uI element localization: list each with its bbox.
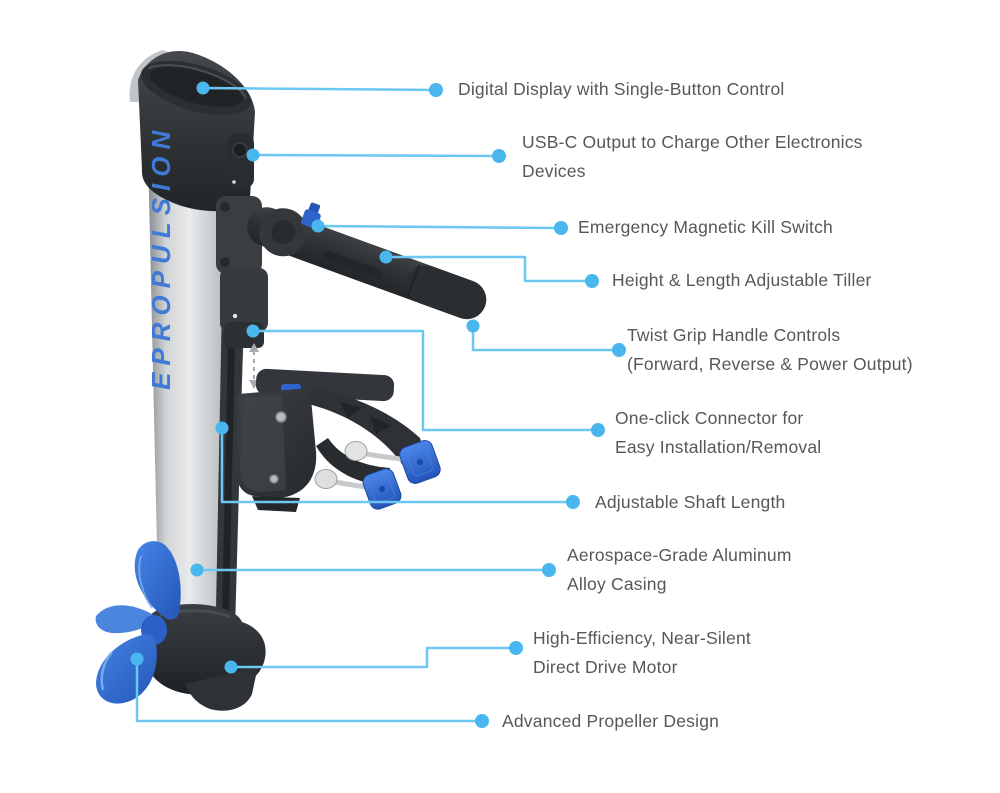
- tiller-mount: [216, 196, 262, 274]
- leader-line-one-click-connector: [251, 329, 600, 432]
- callout-text: Easy Installation/Removal: [615, 437, 822, 457]
- callout-label-twist-grip: Twist Grip Handle Controls (Forward, Rev…: [627, 321, 913, 379]
- callout-label-aluminum-casing: Aerospace-Grade Aluminum Alloy Casing: [567, 541, 792, 599]
- leader-dot: [196, 81, 210, 95]
- callout-label-adjustable-tiller: Height & Length Adjustable Tiller: [612, 266, 872, 295]
- leader-dot: [190, 563, 204, 577]
- usb-c-port: [227, 134, 254, 188]
- shaft-connector: [220, 268, 268, 348]
- leader-dot: [566, 495, 580, 509]
- brand-vertical-text: EPROPULSION: [146, 124, 176, 390]
- leader-lines: [135, 86, 621, 723]
- leader-dot: [475, 714, 489, 728]
- callout-text: Devices: [522, 161, 586, 181]
- callout-text: High-Efficiency, Near-Silent: [533, 628, 751, 648]
- leader-dot: [130, 652, 144, 666]
- leader-dot: [542, 563, 556, 577]
- callout-text: Adjustable Shaft Length: [595, 492, 786, 512]
- leader-dot: [215, 421, 229, 435]
- callout-label-one-click-connector: One-click Connector for Easy Installatio…: [615, 404, 821, 462]
- clamp-knob: [399, 440, 441, 484]
- display-top-face: [140, 60, 252, 116]
- callout-text: Aerospace-Grade Aluminum: [567, 545, 792, 565]
- leader-line-propeller-design: [135, 657, 484, 723]
- callout-label-digital-display: Digital Display with Single-Button Contr…: [458, 75, 784, 104]
- leader-line-kill-switch: [316, 224, 563, 230]
- skeg-fin: [186, 666, 258, 711]
- leader-line-usb-c-output: [251, 153, 501, 158]
- callout-text: Twist Grip Handle Controls: [627, 325, 841, 345]
- callout-text: Digital Display with Single-Button Contr…: [458, 79, 785, 99]
- leader-line-twist-grip: [471, 324, 621, 352]
- leader-dot: [612, 343, 626, 357]
- leader-dot: [492, 149, 506, 163]
- callout-text: Direct Drive Motor: [533, 657, 678, 677]
- leader-dot: [224, 660, 238, 674]
- leader-dot: [591, 423, 605, 437]
- callout-text: USB-C Output to Charge Other Electronics: [522, 132, 863, 152]
- clamp-knob: [362, 468, 402, 510]
- propeller: [95, 541, 181, 704]
- callout-text: (Forward, Reverse & Power Output): [627, 354, 913, 374]
- tiller-arm: [247, 202, 487, 320]
- motor-head: [129, 50, 255, 212]
- leader-dots: [130, 81, 626, 728]
- leader-dot: [246, 324, 260, 338]
- leader-dot: [429, 83, 443, 97]
- leader-dot: [585, 274, 599, 288]
- callout-text: Alloy Casing: [567, 574, 667, 594]
- callout-label-propeller-design: Advanced Propeller Design: [502, 707, 719, 736]
- callout-label-direct-drive-motor: High-Efficiency, Near-Silent Direct Driv…: [533, 624, 751, 682]
- leader-dot: [379, 250, 393, 264]
- leader-line-digital-display: [201, 86, 438, 92]
- callout-text: Emergency Magnetic Kill Switch: [578, 217, 833, 237]
- callout-label-adjustable-shaft: Adjustable Shaft Length: [595, 488, 785, 517]
- leader-dot: [554, 221, 568, 235]
- leader-line-direct-drive-motor: [229, 646, 518, 669]
- callout-text: One-click Connector for: [615, 408, 804, 428]
- callout-label-usb-c-output: USB-C Output to Charge Other Electronics…: [522, 128, 863, 186]
- leader-line-adjustable-shaft: [220, 426, 575, 504]
- callout-label-kill-switch: Emergency Magnetic Kill Switch: [578, 213, 833, 242]
- leader-dot: [246, 148, 260, 162]
- leader-dot: [311, 219, 325, 233]
- leader-dot: [466, 319, 480, 333]
- leader-dot: [509, 641, 523, 655]
- transom-clamp: [236, 368, 441, 512]
- motor-pod: [144, 604, 266, 711]
- callout-text: Advanced Propeller Design: [502, 711, 720, 731]
- leader-line-adjustable-tiller: [384, 255, 594, 283]
- callout-text: Height & Length Adjustable Tiller: [612, 270, 872, 290]
